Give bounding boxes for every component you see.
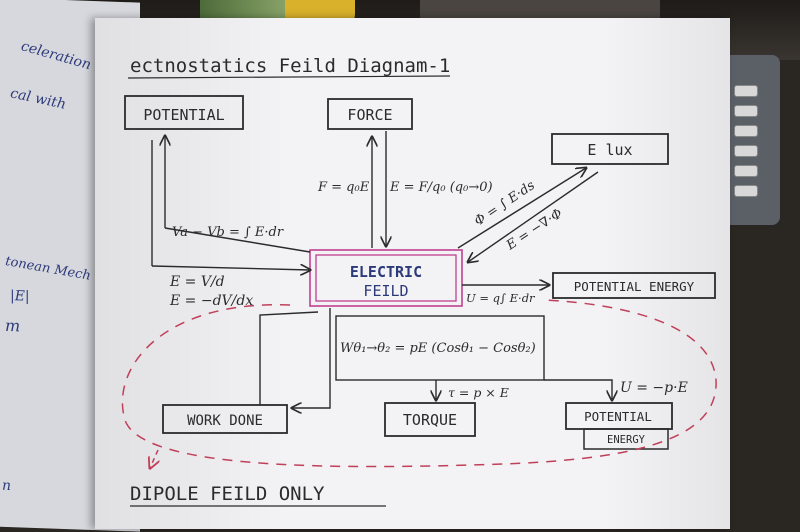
eq-potential-integral: Va − Vb = ∫ E·dr (172, 225, 284, 240)
node-flux-label: E lux (587, 141, 632, 159)
phone-key (734, 105, 758, 117)
eq-torque: τ = p × E (448, 385, 509, 400)
diagram-title: ectnostatics Feild Diagnam-1 (130, 55, 450, 77)
phone-key (734, 145, 758, 157)
edge-to-dipole-pe (544, 379, 612, 400)
node-force-label: FORCE (347, 106, 392, 124)
phone-key (734, 85, 758, 97)
phone-device (722, 55, 780, 225)
desk-object (420, 0, 660, 22)
eq-work-done: Wθ₁→θ₂ = pE (Cosθ₁ − Cosθ₂) (340, 341, 536, 356)
node-work-done: WORK DONE (162, 404, 288, 434)
dipole-branch-frame (335, 315, 545, 381)
edge-potential-to-field (151, 266, 310, 270)
phone-key (734, 185, 758, 197)
dipole-region-outline (121, 299, 717, 468)
node-potential: POTENTIAL (124, 95, 244, 130)
eq-e-v-d: E = V/d (169, 274, 225, 290)
node-work-done-label: WORK DONE (187, 413, 263, 429)
node-torque: TORQUE (384, 402, 476, 437)
node-force: FORCE (327, 98, 413, 130)
eq-force-1: F = q₀E (317, 180, 370, 195)
phone-key (734, 125, 758, 137)
edge-field-up (164, 227, 311, 253)
node-potential-energy: POTENTIAL ENERGY (552, 272, 716, 299)
node-dipole-pe-label-1: POTENTIAL (584, 409, 652, 424)
node-potential-energy-label: POTENTIAL ENERGY (574, 279, 695, 294)
node-torque-label: TORQUE (403, 411, 457, 429)
dipole-region-pointer (150, 449, 158, 468)
node-electric-label: ELECTRIC (350, 263, 422, 281)
phone-key (734, 165, 758, 177)
edge-field-to-work (292, 308, 331, 408)
node-flux: E lux (551, 133, 669, 165)
node-electric-field: ELECTRIC FEILD (309, 249, 463, 307)
edge-flux-to-field (468, 171, 599, 262)
edge-field-to-flux (457, 168, 586, 249)
edge-work-to-field (259, 311, 319, 405)
node-potential-label: POTENTIAL (143, 106, 224, 124)
eq-force-2: E = F/q₀ (q₀→0) (389, 180, 493, 195)
eq-potential-energy: U = q∫ E·dr (466, 291, 536, 305)
eq-dipole-pe: U = −p·E (620, 380, 688, 396)
node-dipole-potential-energy: POTENTIAL ENERGY (565, 402, 673, 450)
node-field-label: FEILD (363, 282, 408, 300)
eq-e-dv-dx: E = −dV/dx (169, 293, 253, 309)
dipole-label: DIPOLE FEILD ONLY (130, 483, 325, 505)
node-dipole-pe-label-2: ENERGY (607, 434, 646, 446)
title-underline (127, 75, 451, 79)
